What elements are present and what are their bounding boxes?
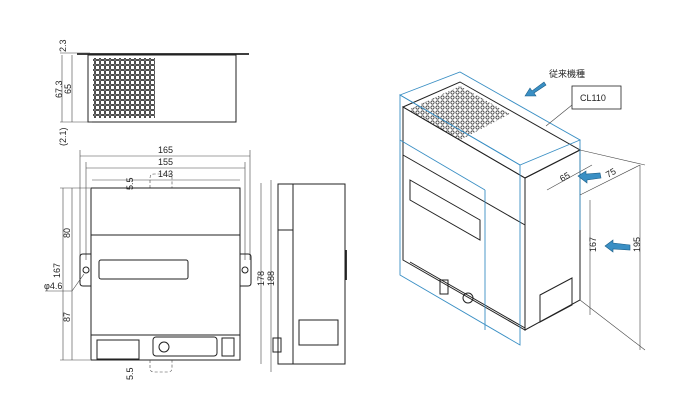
front-view: 165 155 143 5.5 5.5 80 167 87 φ4.6 178 1…: [44, 145, 276, 380]
vent-holes: [408, 86, 510, 140]
dim-depth-new: 65: [558, 170, 572, 184]
dim-width-holes: 155: [158, 157, 173, 167]
knob-icon: [158, 341, 170, 353]
dim-top-offset: 5.5: [125, 177, 135, 190]
dim-width-overall: 165: [158, 145, 173, 155]
top-view: 2.3 67.3 65 (2.1): [54, 39, 249, 146]
dim-depth-old: 75: [604, 166, 618, 180]
dim-height-upper: 80: [62, 228, 72, 238]
dim-plate: 2.3: [58, 39, 68, 52]
power-switch-icon: [221, 337, 235, 357]
dim-bottom-offset: 5.5: [125, 367, 135, 380]
dim-height-body: 178: [256, 271, 266, 286]
dim-height-holes: 167: [52, 263, 62, 278]
dim-height-old: 195: [632, 237, 642, 252]
arrow-icon: [604, 239, 631, 253]
dim-total-depth: 67.3: [54, 80, 64, 98]
iso-view: 65 75 167 195 従来機種 CL110: [398, 68, 646, 351]
model-label: CL110: [580, 93, 606, 103]
arrow-icon: [577, 170, 602, 184]
dim-height-overall: 188: [266, 271, 276, 286]
dim-hole-diameter: φ4.6: [44, 281, 62, 291]
vent-grille: [93, 58, 155, 118]
side-view: [272, 183, 347, 365]
legacy-model-label: 従来機種: [549, 68, 585, 79]
dim-body-depth: 65: [63, 84, 73, 94]
arrow-icon: [524, 81, 547, 97]
dim-height-new: 167: [588, 237, 598, 252]
dim-bottom: (2.1): [58, 127, 68, 146]
dim-height-lower: 87: [62, 312, 72, 322]
